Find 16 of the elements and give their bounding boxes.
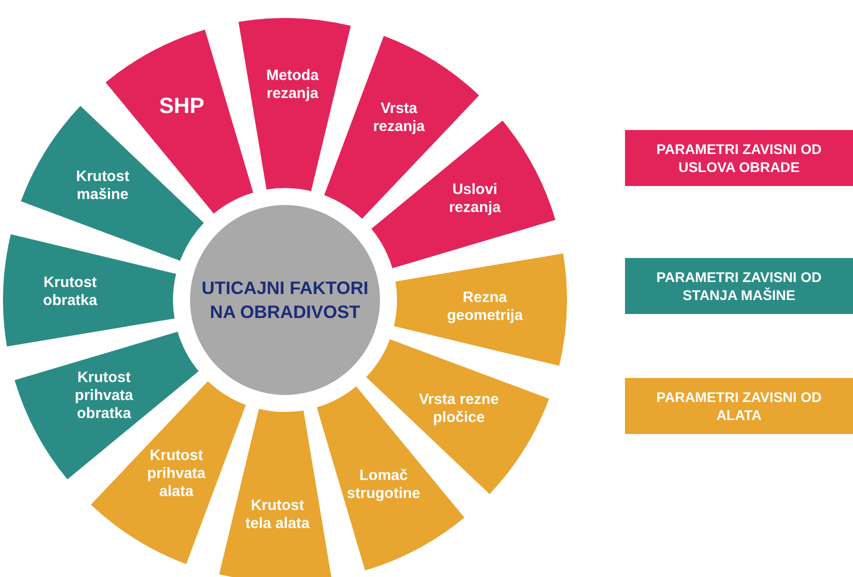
segment-label: SHP — [158, 92, 206, 119]
segment-label: Lomač strugotine — [346, 467, 422, 504]
segment-label: Krutost obratka — [42, 274, 98, 310]
segment-label: Vrsta rezne pločice — [418, 390, 500, 427]
segment-label: Rezna geometrija — [446, 288, 524, 325]
segment-label: Krutost prihvata alata — [146, 446, 207, 501]
segment-label: Krutost prihvata obratka — [74, 369, 134, 424]
center-title: UTICAJNI FAKTORI NA OBRADIVOST — [200, 277, 370, 324]
legend-label: PARAMETRI ZAVISNI OD USLOVA OBRADE — [655, 140, 823, 176]
segment-label: Uslovi rezanja — [448, 181, 502, 218]
segment-label: Krutost tela alata — [244, 496, 311, 533]
segment-label: Metoda rezanja — [265, 67, 320, 104]
segment-label: Krutost mašine — [74, 168, 130, 204]
legend-label: PARAMETRI ZAVISNI OD ALATA — [655, 388, 823, 424]
legend-label: PARAMETRI ZAVISNI OD STANJA MAŠINE — [655, 268, 823, 304]
segment-label: Vrsta rezanja — [372, 100, 426, 136]
